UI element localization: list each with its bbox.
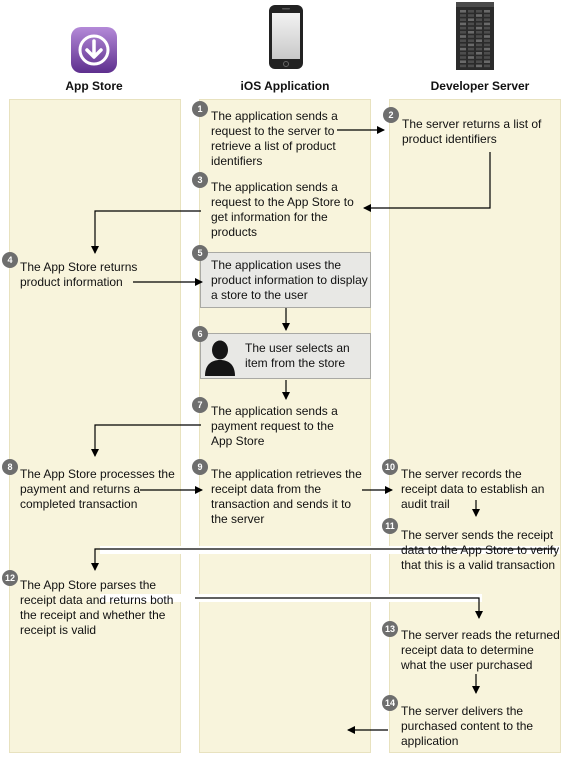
arrow-2-to-3 bbox=[363, 152, 491, 212]
step-badge: 10 bbox=[382, 459, 398, 475]
lane-title-developer-server: Developer Server bbox=[430, 79, 530, 93]
step-5-text: The application uses the product informa… bbox=[211, 258, 368, 302]
step-badge: 7 bbox=[192, 397, 208, 413]
step-badge: 6 bbox=[192, 326, 208, 342]
step-badge: 11 bbox=[382, 518, 398, 534]
step-badge: 8 bbox=[2, 459, 18, 475]
iphone-icon bbox=[268, 4, 304, 70]
step-badge: 14 bbox=[382, 695, 398, 711]
step-5-box bbox=[200, 252, 371, 308]
lane-title-ios-application: iOS Application bbox=[240, 79, 330, 93]
step-badge: 2 bbox=[383, 107, 399, 123]
arrow-7-to-8 bbox=[91, 424, 201, 457]
crossing-gap bbox=[100, 546, 560, 554]
step-3-text: The application sends a request to the A… bbox=[211, 180, 354, 239]
lane-ios-application bbox=[199, 99, 371, 753]
step-badge: 13 bbox=[382, 621, 398, 637]
step-10-text: The server records the receipt data to e… bbox=[401, 467, 545, 511]
arrow-3-to-4 bbox=[91, 210, 201, 254]
step-badge: 1 bbox=[192, 101, 208, 117]
step-8-text: The App Store processes the payment and … bbox=[20, 467, 175, 511]
step-7-text: The application sends a payment request … bbox=[211, 404, 338, 448]
step-12-text: The App Store parses the receipt data an… bbox=[20, 578, 174, 637]
step-2-text: The server returns a list of product ide… bbox=[402, 117, 542, 146]
step-13-text: The server reads the returned receipt da… bbox=[401, 628, 560, 672]
step-badge: 12 bbox=[2, 570, 18, 586]
lane-title-app-store: App Store bbox=[65, 79, 123, 93]
step-badge: 9 bbox=[192, 459, 208, 475]
app-store-download-icon bbox=[70, 26, 118, 74]
user-silhouette-icon bbox=[203, 338, 237, 376]
step-1-text: The application sends a request to the s… bbox=[211, 109, 338, 168]
step-14-text: The server delivers the purchased conten… bbox=[401, 704, 534, 748]
step-9-text: The application retrieves the receipt da… bbox=[211, 467, 362, 526]
step-11-text: The server sends the receipt data to the… bbox=[401, 528, 560, 572]
step-badge: 4 bbox=[2, 252, 18, 268]
step-badge: 3 bbox=[192, 172, 208, 188]
arrow-11-to-12 bbox=[91, 548, 556, 571]
step-4-text: The App Store returns product informatio… bbox=[20, 260, 138, 289]
arrow-12-to-13 bbox=[195, 597, 483, 619]
step-6-text: The user selects an item from the store bbox=[245, 341, 350, 370]
step-badge: 5 bbox=[192, 245, 208, 261]
server-rack-icon bbox=[455, 1, 495, 71]
